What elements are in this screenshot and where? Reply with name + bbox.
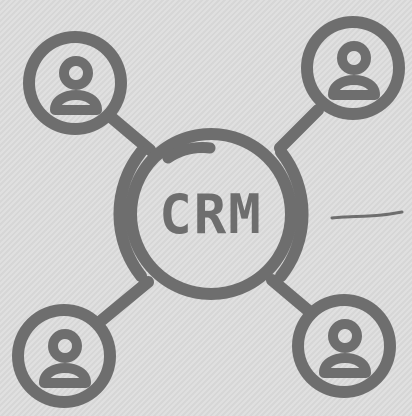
center-highlight-arc	[162, 142, 216, 164]
connector-line-bottom-left	[96, 276, 154, 326]
user-node-bottom-left	[12, 304, 116, 408]
outer-arc-left	[113, 146, 147, 282]
user-node-top-right	[301, 16, 405, 120]
connector-line-top-right	[274, 104, 324, 154]
connector-line-top-left	[106, 112, 156, 156]
user-node-top-left	[23, 31, 127, 135]
crm-label: CRM	[159, 183, 263, 246]
scribble-line	[330, 210, 404, 220]
user-node-bottom-right	[292, 294, 396, 398]
outer-arc-right	[275, 146, 309, 282]
connector-line-bottom-right	[266, 274, 316, 318]
crm-center-circle	[125, 128, 297, 300]
